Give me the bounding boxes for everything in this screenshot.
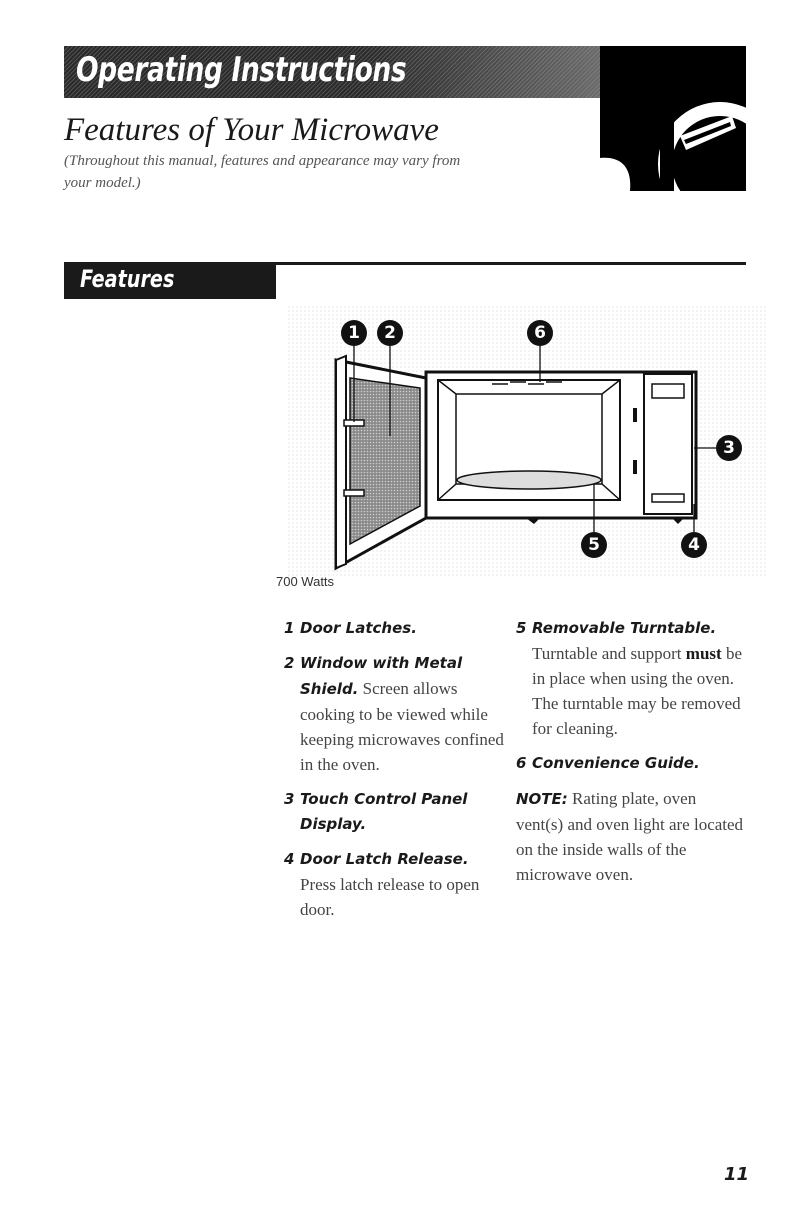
feature-title: Touch Control Panel (300, 790, 468, 808)
microwave-drawing (286, 306, 768, 576)
callout-5: 5 (581, 532, 607, 558)
feature-number: 1 (284, 619, 295, 637)
note-label: NOTE: (516, 790, 568, 808)
page-subtitle: (Throughout this manual, features and ap… (64, 153, 461, 191)
features-column-right: 5 Removable Turntable. Turntable and supp… (516, 616, 746, 887)
feature-item-4: 4 Door Latch Release. Press latch release… (284, 847, 514, 922)
feature-number: 5 (516, 619, 527, 637)
callout-3: 3 (716, 435, 742, 461)
callout-4: 4 (681, 532, 707, 558)
note-block: NOTE: Rating plate, oven vent(s) and ove… (516, 786, 746, 887)
callout-6: 6 (527, 320, 553, 346)
feature-number: 2 (284, 654, 295, 672)
feature-title: Removable Turntable. (532, 619, 717, 637)
feature-number: 4 (284, 850, 295, 868)
feature-body: be in place when using the oven. The tur… (532, 644, 742, 738)
feature-body: Press latch release to open door. (300, 875, 480, 919)
microwave-illustration: 1 2 6 3 5 4 700 Watts (276, 306, 768, 596)
feature-body: Screen allows cooking to be viewed while… (300, 679, 504, 774)
page-title: Features of Your Microwave (64, 112, 439, 148)
note-text: Rating plate, oven vent(s) and oven ligh… (516, 789, 744, 884)
wattage-caption: 700 Watts (276, 574, 335, 589)
feature-item-2: 2 Window with Metal Shield. Screen allows… (284, 651, 514, 777)
feature-title: Convenience Guide. (532, 754, 700, 772)
feature-title: Window with Metal (300, 654, 463, 672)
feature-title-cont: Display. (300, 815, 367, 833)
feature-item-6: 6 Convenience Guide. (516, 751, 746, 776)
feature-title: Door Latch Release. (300, 850, 469, 868)
section-divider (64, 262, 746, 265)
feature-body-emphasis: must (685, 644, 722, 663)
feature-number: 3 (284, 790, 295, 808)
feature-item-1: 1 Door Latches. (284, 616, 514, 641)
dial-logo-icon (600, 46, 746, 191)
section-tab: Features (64, 262, 276, 299)
section-label: Features (80, 265, 175, 293)
feature-item-3: 3 Touch Control Panel Display. (284, 787, 514, 837)
feature-body: Turntable and support (532, 644, 682, 663)
feature-number: 6 (516, 754, 527, 772)
feature-item-5: 5 Removable Turntable. Turntable and supp… (516, 616, 746, 741)
feature-title-cont: Shield. (300, 680, 359, 698)
page-number: 11 (724, 1164, 750, 1185)
features-column-left: 1 Door Latches. 2 Window with Metal Shield… (284, 616, 514, 932)
feature-title: Door Latches. (300, 619, 417, 637)
callout-2: 2 (377, 320, 403, 346)
callout-1: 1 (341, 320, 367, 346)
banner-title: Operating Instructions (76, 50, 407, 90)
